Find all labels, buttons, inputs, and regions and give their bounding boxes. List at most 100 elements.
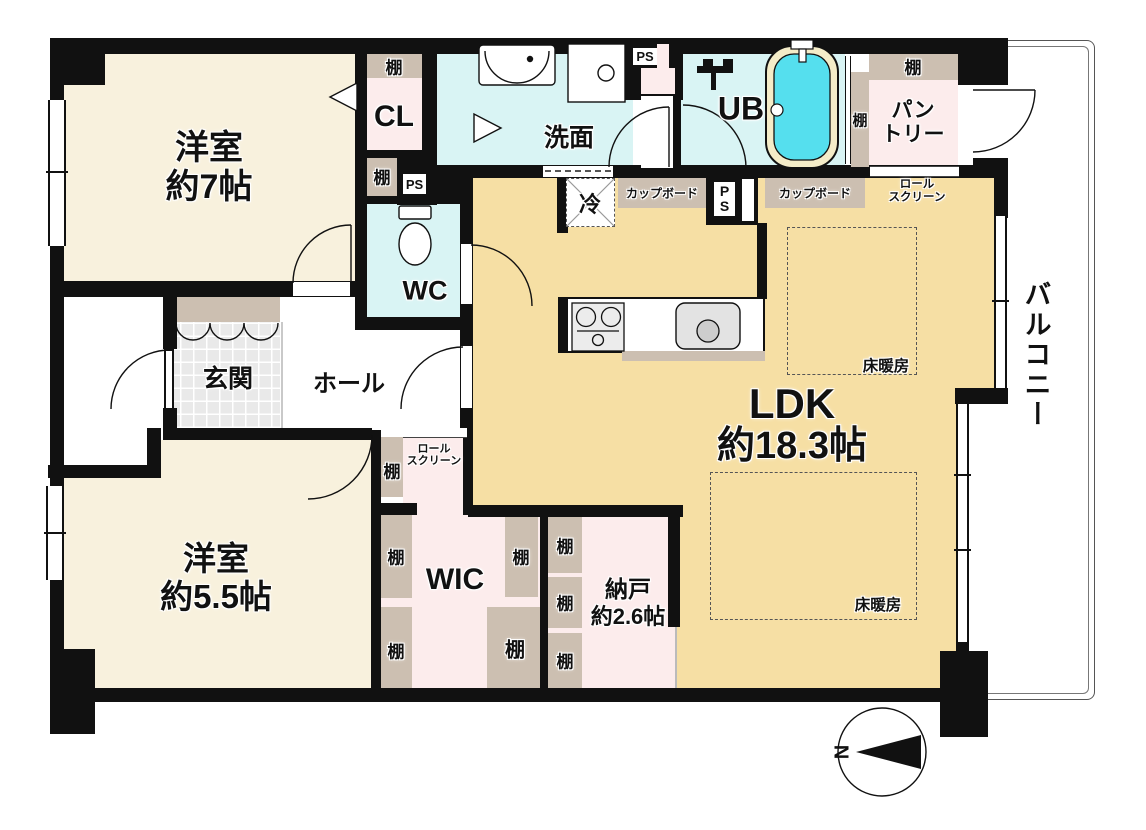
entrance-step-line (281, 322, 283, 428)
ps-text: PS (405, 176, 424, 192)
label-floor-heating: 床暖房 (854, 597, 902, 614)
ps-shaft (641, 68, 675, 94)
wall (540, 505, 548, 693)
room-label-ldk: LDK 約18.3帖 (717, 380, 867, 468)
room-label-entrance: 玄関 (202, 365, 254, 393)
room-washroom-floor (437, 54, 633, 165)
label-shelf: 棚 (383, 462, 401, 482)
wall (468, 505, 683, 517)
room-name: 納戸 (605, 576, 651, 602)
ps-text: PS (636, 49, 654, 64)
pantry-line2: トリー (881, 123, 945, 146)
roll-screen-opening (403, 428, 467, 438)
door-opening (461, 244, 472, 304)
room-label-wc: WC (402, 275, 448, 306)
pillar-bottom-left (50, 649, 95, 734)
wall (50, 38, 1008, 54)
wall (422, 54, 437, 165)
ps-shaft (657, 44, 669, 68)
wall (371, 503, 417, 515)
wall (557, 178, 568, 233)
label-cupboard: カップボード (778, 186, 852, 201)
kitchen-counter-cap (558, 297, 568, 353)
wall (48, 465, 160, 478)
washroom-vestibule (641, 96, 673, 168)
wall (163, 428, 372, 440)
label-cupboard: カップボード (625, 186, 699, 201)
room-label-closet: CL (374, 100, 414, 133)
room-label-unitbath: UB (717, 90, 765, 127)
room-label-washroom: 洗面 (543, 124, 595, 152)
room-western55-floor-b (58, 478, 372, 690)
door-opening (958, 85, 973, 160)
compass-north-label: N (831, 744, 854, 760)
label-shelf: 棚 (387, 548, 405, 568)
wall (668, 505, 680, 627)
wall-corner-tl (50, 38, 105, 85)
wic-shelf-left-1 (381, 515, 412, 598)
label-roll-screen: ロール スクリーン (407, 443, 461, 467)
closet-shelf-bottom (367, 155, 397, 197)
roll-screen-opening (870, 166, 959, 177)
room-name: LDK (748, 380, 836, 427)
window (48, 100, 66, 246)
label-shelf: 棚 (373, 168, 391, 188)
room-label-balcony: バルコニー (1020, 280, 1051, 430)
sliding-opening-dash (545, 170, 611, 172)
label-shelf: 棚 (512, 548, 530, 568)
wall (50, 688, 965, 702)
wall (163, 290, 177, 349)
room-pantry-floor (869, 80, 958, 167)
closet-shelf-top (367, 54, 422, 78)
roll-screen-line2: スクリーン (406, 455, 462, 467)
wall (355, 317, 473, 330)
label-shelf: 棚 (904, 58, 922, 78)
wall (955, 388, 1008, 404)
room-label-western7: 洋室 約7帖 (166, 129, 253, 207)
wic-corridor-floor (403, 428, 467, 515)
ps-label-box: PS (631, 46, 659, 67)
ps-stripe (742, 179, 754, 221)
room-name: 洋室 (174, 129, 243, 167)
nando-shelf-3 (548, 633, 582, 690)
pillar-bottom-right (940, 651, 988, 737)
entrance-door-leaf (164, 349, 174, 410)
ps-label-box: PS (712, 180, 737, 218)
window-tick (44, 532, 66, 534)
floor-heating-area-2 (710, 472, 917, 620)
wic-shelf-right-2 (487, 607, 543, 692)
wall (973, 158, 1008, 174)
window (845, 56, 851, 164)
balcony-rail-inner (973, 46, 1089, 694)
wic-shelf-right-1 (505, 515, 538, 597)
roll-screen-line1: ロール (899, 178, 935, 191)
wall (463, 432, 473, 515)
ps-text: PS (719, 183, 730, 214)
window-tick (46, 171, 68, 173)
window-tick (992, 300, 1009, 302)
room-size: 約7帖 (165, 168, 253, 206)
ps-label-box: PS (401, 172, 428, 196)
cupboard-2 (765, 178, 865, 208)
room-label-pantry: パン トリー (882, 99, 945, 147)
room-label-nando: 納戸 約2.6帖 (591, 576, 666, 630)
roll-screen-line2: スクリーン (888, 191, 946, 203)
wall (355, 54, 367, 330)
label-refrigerator: 冷 (578, 192, 602, 217)
pantry-shelf-left (851, 72, 869, 167)
door-arc-hall (400, 346, 464, 410)
balcony-rail-outer (973, 40, 1095, 700)
room-label-western55: 洋室 約5.5帖 (160, 540, 272, 616)
roll-screen-line1: ロール (417, 443, 451, 455)
window-tick (954, 549, 971, 551)
label-floor-heating: 床暖房 (862, 358, 910, 375)
wall (437, 178, 463, 204)
nando-boundary-line (675, 627, 677, 688)
wic-shelf-corridor (381, 437, 403, 497)
window (994, 216, 1007, 388)
label-shelf: 棚 (852, 112, 868, 130)
window (956, 404, 969, 642)
wall (757, 223, 767, 299)
window-tick (954, 474, 971, 476)
wall (50, 281, 355, 297)
